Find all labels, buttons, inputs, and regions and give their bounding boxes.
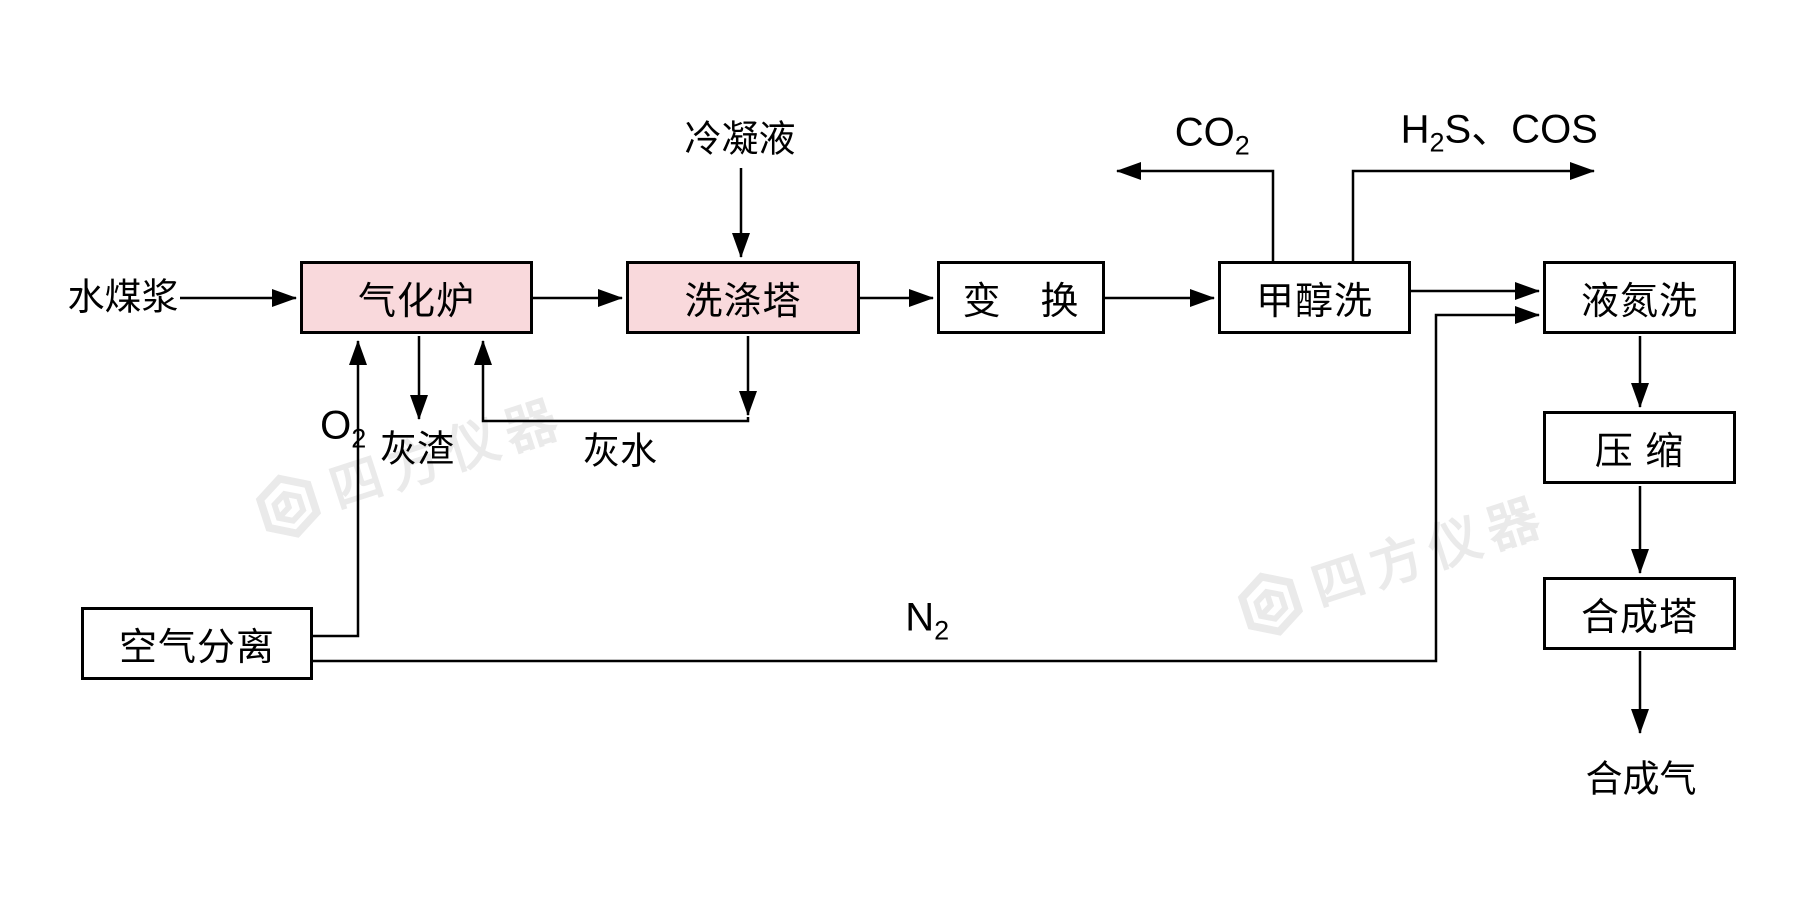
condensate-label: 冷凝液 [684,118,796,160]
node-shift: 变 换 [937,261,1105,334]
node-washer: 洗涤塔 [626,261,860,334]
arrow-o2-to-gasifier [313,340,367,638]
o2-base: O [320,403,352,448]
h2s-sub: 2 [1429,127,1445,158]
h2s-p1: H [1400,107,1430,152]
node-methanol-wash: 甲醇洗 [1218,261,1411,334]
n2-label: N2 [861,558,949,685]
h2s-cos-label: H2S、COS [1356,70,1598,197]
watermark: 四方仪器 [247,384,574,548]
n2-base: N [905,595,935,640]
o2-label: O2 [276,366,367,493]
node-gasifier: 气化炉 [300,261,533,334]
h2s-p2: S、COS [1444,107,1598,152]
arrow-n2-to-nitrogen-wash [313,306,1540,663]
syngas-label: 合成气 [1585,758,1697,800]
node-air-separation: 空气分离 [81,607,313,680]
co2-label: CO2 [1130,73,1250,200]
arrow-co2-out [1116,162,1275,261]
watermark-logo-icon [1237,572,1304,636]
o2-sub: 2 [351,423,367,454]
arrow-h2s-cos-out [1351,162,1595,261]
node-nitrogen-wash: 液氮洗 [1543,261,1736,334]
co2-sub: 2 [1234,130,1250,161]
feed-label: 水煤浆 [67,276,179,318]
node-synthesis: 合成塔 [1543,577,1736,650]
n2-sub: 2 [934,615,950,646]
watermark: 四方仪器 [1229,482,1556,646]
ash-residue-label: 灰渣 [380,428,454,470]
grey-water-label: 灰水 [583,430,657,472]
arrow-grey-water-return [474,340,750,423]
co2-base: CO [1174,110,1235,155]
node-compression: 压 缩 [1543,411,1736,484]
watermark-logo-icon [255,474,322,538]
